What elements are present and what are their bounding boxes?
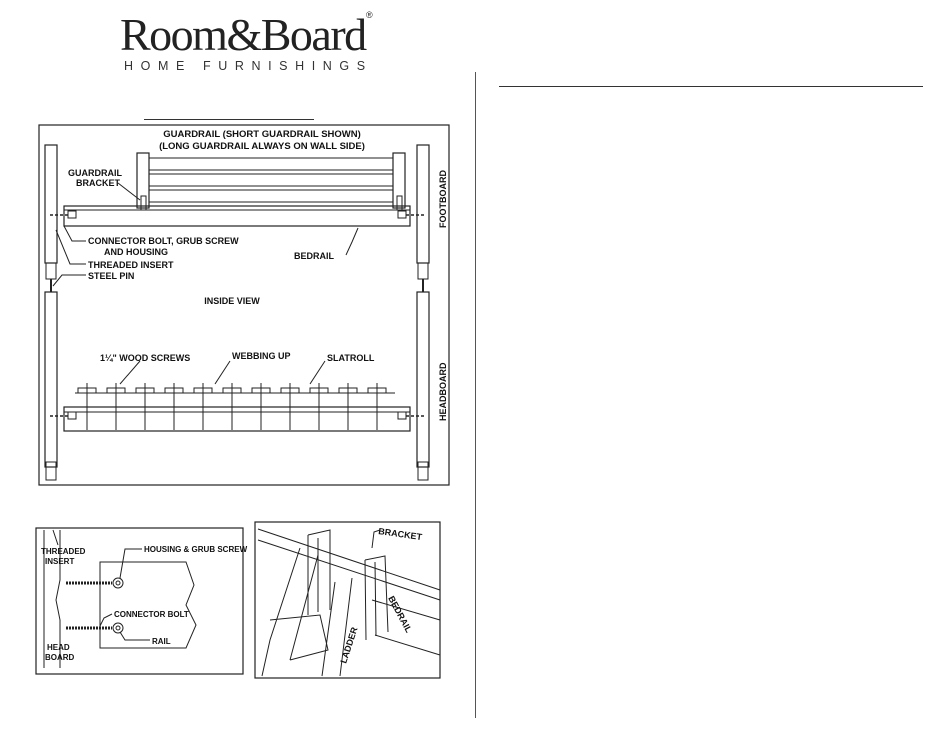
label-guardrail-title-2: (LONG GUARDRAIL ALWAYS ON WALL SIDE) [159, 141, 365, 152]
left-post-bottom [44, 291, 58, 468]
leader-line [119, 631, 150, 641]
label-head-2: BOARD [45, 653, 75, 662]
housing-upper [112, 577, 124, 589]
lower-connector-right [397, 411, 407, 420]
leader-line [55, 229, 86, 265]
upper-connector-right [397, 210, 407, 219]
label-bedrail-detail: BEDRAIL [386, 594, 414, 634]
rail-end [99, 561, 197, 649]
label-threaded-insert: THREADED INSERT [88, 260, 174, 270]
right-post-bottom-foot [417, 461, 429, 481]
leader-line [117, 182, 141, 201]
bracket-right [364, 555, 389, 641]
right-post-top [416, 144, 430, 264]
upper-bedrail [63, 205, 411, 227]
leader-line [52, 274, 86, 287]
label-bracket: BRACKET [378, 526, 423, 542]
bracket-left [307, 529, 331, 615]
label-guardrail-title-1: GUARDRAIL (SHORT GUARDRAIL SHOWN) [163, 129, 361, 140]
label-guardrail-bracket-2: BRACKET [76, 178, 121, 188]
guardrail-end-right [392, 152, 406, 209]
label-slatroll: SLATROLL [327, 353, 375, 363]
lower-connector-left [67, 411, 77, 420]
bedrail-top-edge [257, 528, 441, 601]
label-threaded-1: THREADED [41, 547, 86, 556]
leader-line [119, 548, 142, 579]
leader-line [309, 360, 326, 385]
label-connector-bolt: CONNECTOR BOLT [114, 610, 189, 619]
leader-line [345, 227, 359, 256]
right-post-foot [417, 262, 429, 280]
brand-logo-name: Room&Board [120, 9, 367, 60]
slat-group [77, 383, 387, 430]
guardrail-end-left [136, 152, 150, 209]
left-post-top [44, 144, 58, 264]
label-webbing-up: WEBBING UP [232, 351, 291, 361]
label-bedrail: BEDRAIL [294, 251, 335, 261]
guardrail-slat [148, 173, 394, 187]
right-post-bottom [416, 291, 430, 468]
detail-left-frame [35, 527, 244, 675]
grub-screw-upper [115, 580, 121, 586]
right-column-rule [499, 86, 923, 87]
label-headboard: HEADBOARD [438, 362, 448, 421]
label-rail: RAIL [152, 637, 171, 646]
label-steel-pin: STEEL PIN [88, 271, 134, 281]
brand-logo-tagline: HOME FURNISHINGS [124, 59, 373, 73]
label-head-1: HEAD [47, 643, 70, 652]
ladder-frame [261, 547, 353, 677]
label-connector-2: AND HOUSING [104, 247, 168, 257]
upper-connector-left [67, 210, 77, 219]
leader-line [371, 529, 381, 549]
label-ladder: LADDER [338, 625, 359, 664]
lower-bedrail [63, 406, 411, 432]
registered-mark: ® [366, 10, 373, 20]
housing-lower [112, 622, 124, 634]
leader-line [63, 225, 86, 242]
guardrail-slat [148, 157, 394, 171]
headboard-edge [43, 529, 61, 668]
label-housing: HOUSING & GRUB SCREW [144, 545, 248, 554]
diagram-frame [38, 124, 450, 486]
label-footboard: FOOTBOARD [438, 170, 448, 228]
leader-line [99, 613, 113, 627]
label-connector-1: CONNECTOR BOLT, GRUB SCREW [88, 236, 239, 246]
left-post-bottom-foot [45, 461, 57, 481]
label-threaded-2: INSERT [45, 557, 74, 566]
leader-line [214, 360, 231, 385]
diagram-title-rule [144, 119, 314, 120]
column-divider [475, 72, 476, 718]
label-wood-screws: 1¼" WOOD SCREWS [100, 353, 190, 363]
leader-line [119, 360, 141, 385]
label-guardrail-bracket-1: GUARDRAIL [68, 168, 122, 178]
left-post-foot [45, 262, 57, 280]
grub-screw-lower [115, 625, 121, 631]
bedrail-face [371, 599, 441, 656]
guardrail-slat [148, 189, 394, 203]
label-inside-view: INSIDE VIEW [204, 296, 260, 306]
